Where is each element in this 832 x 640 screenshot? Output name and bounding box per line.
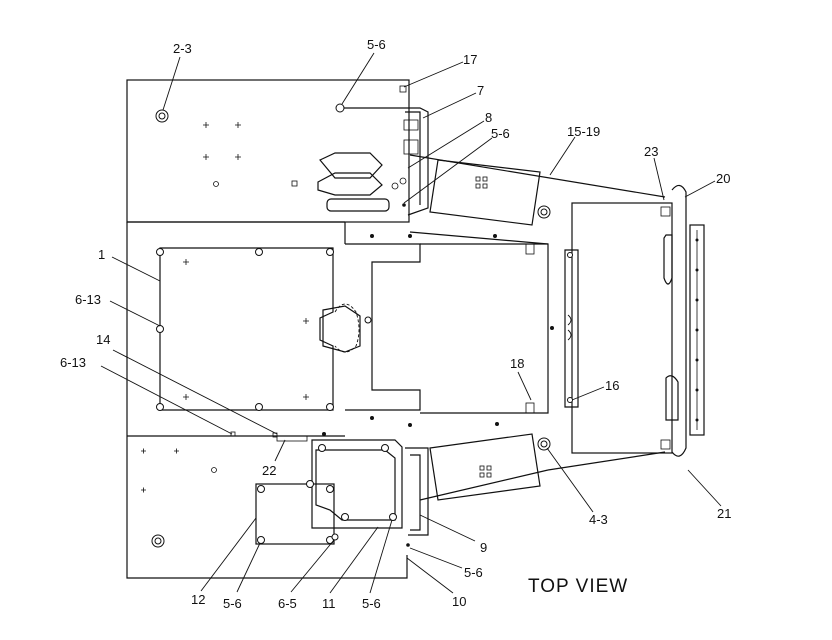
- callout-18: 18: [510, 356, 524, 371]
- callout-5-6-bottom-a: 5-6: [223, 596, 242, 611]
- callout-17: 17: [463, 52, 477, 67]
- callout-12: 12: [191, 592, 205, 607]
- callout-23: 23: [644, 144, 658, 159]
- callout-5-6-bottom-b: 5-6: [362, 596, 381, 611]
- callout-7: 7: [477, 83, 484, 98]
- callout-6-13-lower: 6-13: [60, 355, 86, 370]
- middle-frame: [126, 222, 554, 579]
- callout-16: 16: [605, 378, 619, 393]
- callout-labels: 2-3 5-6 17 7 8 5-6 15-19 23 20 1 6-13 14…: [60, 37, 731, 611]
- view-title: TOP VIEW: [528, 576, 628, 597]
- leader-lines: [100, 52, 722, 594]
- callout-4-3: 4-3: [589, 512, 608, 527]
- callout-5-6-mid: 5-6: [491, 126, 510, 141]
- callout-15-19: 15-19: [567, 124, 600, 139]
- diagonal-arms: [409, 154, 666, 501]
- callout-10: 10: [452, 594, 466, 609]
- callout-5-6-top: 5-6: [367, 37, 386, 52]
- callout-14: 14: [96, 332, 110, 347]
- callout-9: 9: [480, 540, 487, 555]
- callout-5-6-right: 5-6: [464, 565, 483, 580]
- callout-6-13-upper: 6-13: [75, 292, 101, 307]
- upper-left-plate: [126, 79, 429, 223]
- callout-22: 22: [262, 463, 276, 478]
- right-frame: [564, 184, 705, 457]
- callout-2-3: 2-3: [173, 41, 192, 56]
- callout-11: 11: [322, 596, 336, 611]
- callout-20: 20: [716, 171, 730, 186]
- callout-1: 1: [98, 247, 105, 262]
- callout-6-5: 6-5: [278, 596, 297, 611]
- callout-21: 21: [717, 506, 731, 521]
- lower-left-plate: [127, 431, 429, 548]
- callout-8: 8: [485, 110, 492, 125]
